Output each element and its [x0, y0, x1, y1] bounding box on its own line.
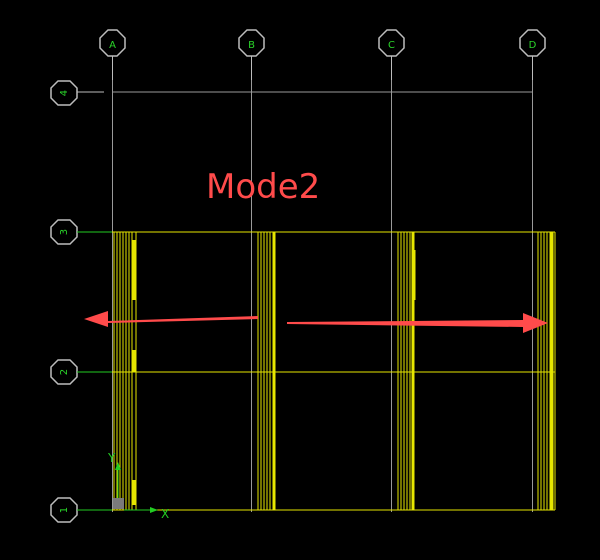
- column-cluster-C: [397, 232, 416, 510]
- column-bubble-D: D: [519, 29, 546, 57]
- arrow-right-shape: [287, 313, 548, 333]
- column-bubble-B-shape: [238, 29, 265, 57]
- row-bubble-2-shape: [50, 359, 78, 385]
- column-bubble-C: C: [378, 29, 405, 57]
- axis-y-arrowhead: [115, 462, 121, 470]
- arrow-left: [84, 311, 258, 327]
- deformed-frame: [112, 231, 556, 511]
- axis-y-label: Y: [107, 451, 116, 465]
- axis-icon: Y X: [107, 451, 169, 521]
- column-bubble-A-shape: [99, 29, 126, 57]
- arrow-left-shape: [84, 311, 258, 327]
- column-bubble-A: A: [99, 29, 126, 57]
- column-bubble-B: B: [238, 29, 265, 57]
- row-bubble-4: 4: [50, 80, 78, 106]
- axis-x-label: X: [161, 507, 169, 521]
- axis-origin-box: [113, 498, 124, 509]
- row-bubble-1-shape: [50, 497, 78, 523]
- column-bubble-C-label: C: [388, 40, 395, 51]
- row-bubble-1: 1: [50, 497, 78, 523]
- row-bubble-4-label: 4: [59, 90, 70, 96]
- column-leaders: [112, 56, 533, 80]
- row-bubble-3: 3: [50, 219, 78, 245]
- grid-lines: [112, 80, 533, 512]
- column-bubble-C-shape: [378, 29, 405, 57]
- arrow-right: [287, 313, 548, 333]
- row-bubble-1-label: 1: [59, 507, 70, 513]
- column-bubble-D-shape: [519, 29, 546, 57]
- row-bubble-3-label: 3: [59, 229, 70, 235]
- row-bubble-4-shape: [50, 80, 78, 106]
- column-bubble-D-label: D: [529, 40, 537, 51]
- column-cluster-B: [257, 232, 276, 510]
- column-bubble-A-label: A: [109, 40, 116, 51]
- mode-label: Mode2: [206, 167, 320, 207]
- axis-x-arrowhead: [150, 507, 158, 513]
- column-cluster-D: [537, 232, 554, 510]
- row-bubble-2: 2: [50, 359, 78, 385]
- row-bubble-3-shape: [50, 219, 78, 245]
- row-leaders-green: [77, 231, 113, 511]
- column-cluster-A: [113, 232, 137, 510]
- row-bubble-2-label: 2: [59, 369, 70, 375]
- column-bubble-B-label: B: [248, 40, 255, 51]
